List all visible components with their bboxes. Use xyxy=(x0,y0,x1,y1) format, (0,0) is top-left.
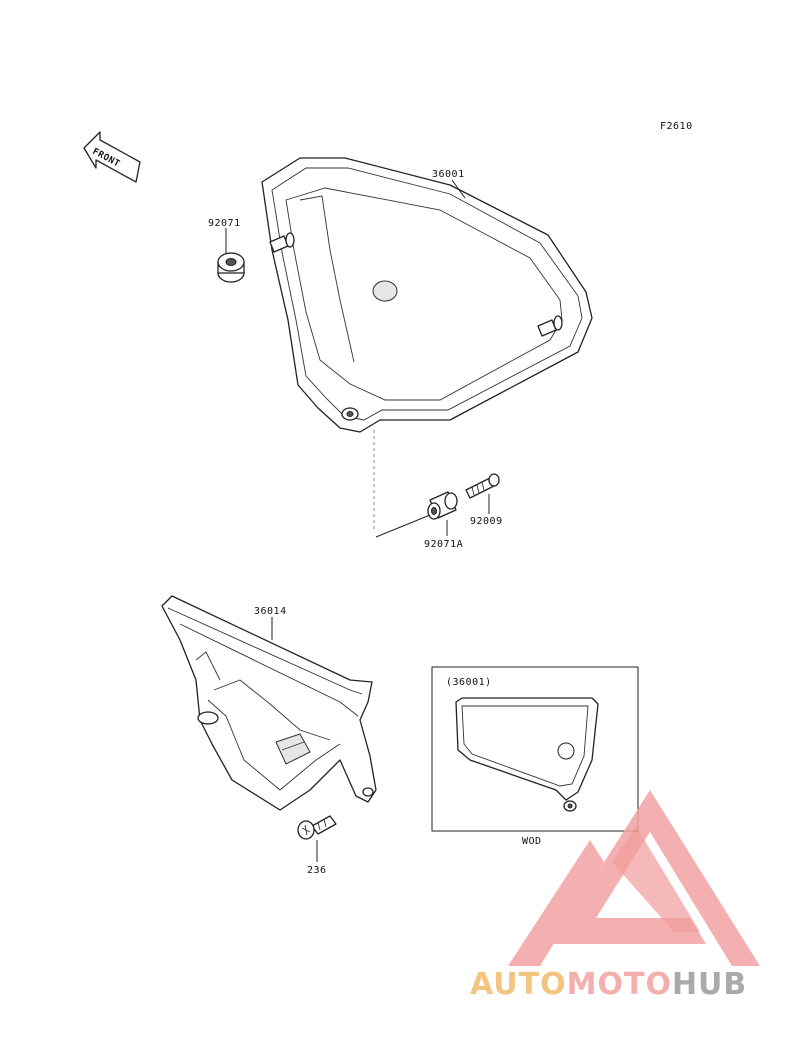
label-92071A: 92071A xyxy=(424,539,463,550)
leader-36001 xyxy=(451,179,466,199)
side-cover-36014 xyxy=(161,595,377,811)
figure-code: F2610 xyxy=(660,121,693,132)
label-236: 236 xyxy=(307,865,327,876)
watermark-text: AUTOMOTOHUB xyxy=(470,967,747,1002)
mounting-pin-rear xyxy=(537,315,563,337)
screw-236 xyxy=(297,815,337,840)
leader-collar-left xyxy=(375,514,431,538)
inset-note: WOD xyxy=(522,836,542,847)
grommet-92071 xyxy=(217,252,245,283)
collar-92071A xyxy=(427,491,458,520)
bolt-92009 xyxy=(465,473,500,499)
front-arrow-icon: FRONT xyxy=(83,131,141,183)
label-92009: 92009 xyxy=(470,516,503,527)
label-92071: 92071 xyxy=(208,218,241,229)
inset-box: (36001) WOD xyxy=(431,666,639,847)
watermark-logo: AUTOMOTOHUB xyxy=(470,790,760,1002)
side-cover-36001 xyxy=(261,157,593,433)
label-36001: 36001 xyxy=(432,169,465,180)
inset-ref: (36001) xyxy=(446,677,492,688)
label-36014: 36014 xyxy=(254,606,287,617)
mounting-pin-front xyxy=(269,232,295,253)
